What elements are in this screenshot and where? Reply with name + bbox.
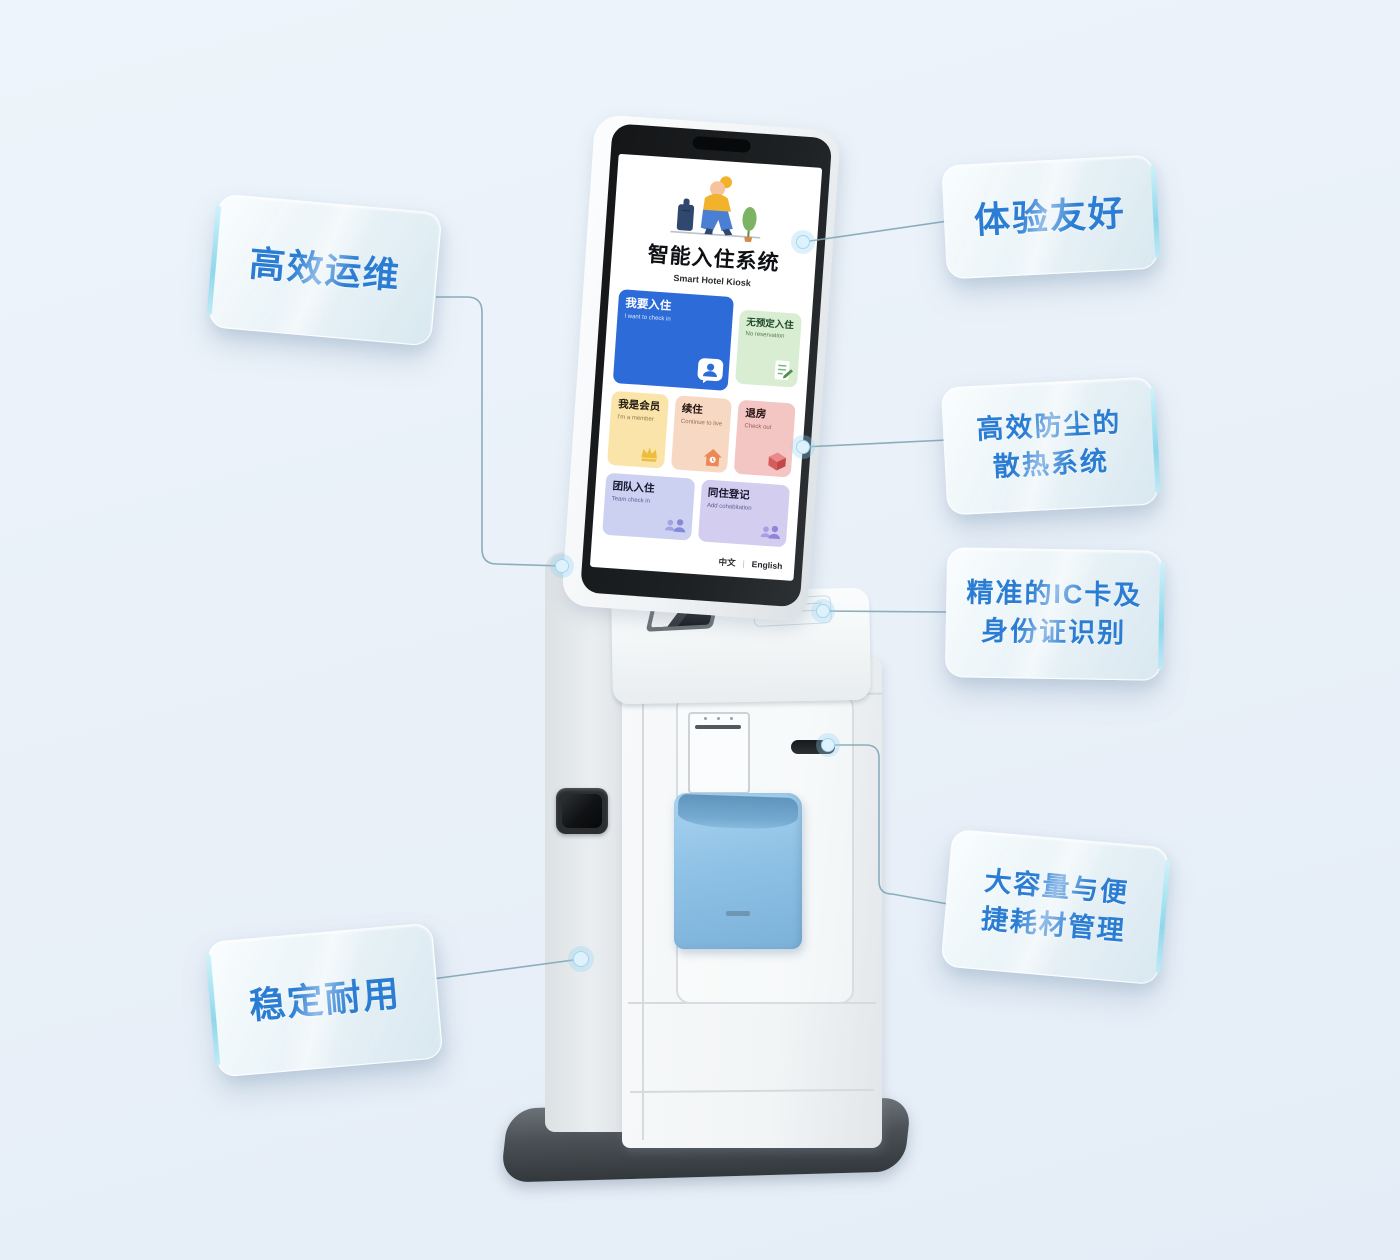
card-collection-tray: [674, 793, 802, 949]
document-pen-icon: [774, 360, 793, 380]
person-badge-icon: [697, 358, 724, 384]
cabinet-seam: [629, 1088, 875, 1094]
callout-text: 高效运维: [247, 242, 403, 297]
tile-label-en: Continue to live: [680, 418, 723, 428]
people-group-icon: [664, 519, 685, 533]
tile-label-zh: 无预定入住: [745, 317, 795, 332]
tile-label-en: Add cohabitation: [706, 502, 752, 512]
tile-label-zh: 我是会员: [617, 398, 661, 414]
tile-check-in[interactable]: 我要入住 I want to check in: [612, 289, 735, 391]
connector-cooling: [802, 439, 948, 448]
printer-paper-slot: [695, 725, 741, 729]
camera-notch: [692, 135, 752, 153]
cube-icon: [768, 452, 787, 471]
house-icon: [704, 448, 723, 467]
screen-tile-grid: 我要入住 I want to check in 无预定入住 No r: [602, 289, 803, 548]
tile-label-zh: 退房: [744, 407, 767, 421]
traveler-with-luggage-illustration: [670, 176, 761, 243]
tray-opening: [677, 793, 799, 831]
cabinet-seam: [642, 698, 644, 1140]
tile-add-cohabitation[interactable]: 同住登记 Add cohabitation: [697, 479, 791, 548]
tile-member[interactable]: 我是会员 I'm a member: [607, 390, 669, 469]
callout-cooling-system: 高效防尘的 散热系统: [940, 376, 1160, 516]
tile-label-en: No reservation: [745, 331, 785, 341]
language-switcher: 中文 | English: [718, 556, 783, 572]
tile-check-out[interactable]: 退房 Check out: [734, 399, 796, 478]
tile-label-en: I'm a member: [617, 413, 655, 423]
kiosk-screen: 智能入住系统 Smart Hotel Kiosk 我要入住 I want to …: [589, 153, 823, 581]
qr-scanner-module: [556, 788, 608, 834]
receipt-printer: [688, 712, 750, 794]
tile-label-zh: 续住: [681, 402, 704, 417]
callout-text: 身份证识别: [980, 615, 1127, 649]
callout-text: 体验友好: [972, 191, 1127, 241]
lang-option-en[interactable]: English: [751, 559, 783, 572]
printer-indicator-dots: [704, 717, 733, 720]
tile-team-check-in[interactable]: 团队入住 Team check in: [602, 472, 695, 541]
callout-ic-card-recognition: 精准的IC卡及 身份证识别: [944, 547, 1164, 681]
tray-logo-mark: [726, 911, 750, 916]
connector-ops: [436, 296, 563, 567]
crown-icon: [640, 447, 657, 462]
qr-scanner-window: [562, 794, 602, 828]
callout-text: 散热系统: [992, 445, 1110, 482]
callout-stable-durable: 稳定耐用: [206, 922, 444, 1078]
callout-friendly-experience: 体验友好: [941, 154, 1159, 280]
lang-option-zh[interactable]: 中文: [718, 556, 736, 568]
callout-efficient-operation: 高效运维: [207, 193, 443, 347]
card-dispenser-slot[interactable]: [791, 740, 835, 754]
tile-label-zh: 团队入住: [612, 480, 655, 496]
kiosk-display-head: 智能入住系统 Smart Hotel Kiosk 我要入住 I want to …: [561, 114, 841, 622]
callout-consumable-management: 大容量与便 捷耗材管理: [940, 828, 1170, 986]
tile-no-reservation[interactable]: 无预定入住 No reservation: [735, 309, 803, 388]
people-add-icon: [760, 525, 780, 540]
tile-label-zh: 同住登记: [707, 486, 751, 502]
screen-bezel: 智能入住系统 Smart Hotel Kiosk 我要入住 I want to …: [580, 123, 833, 608]
language-divider: |: [742, 558, 746, 569]
tile-continue-stay[interactable]: 续住 Continue to live: [670, 395, 733, 474]
callout-text: 精准的IC卡及: [966, 577, 1143, 611]
callout-text: 稳定耐用: [247, 972, 403, 1027]
tile-label-en: Check out: [744, 422, 772, 431]
tile-label-en: Team check in: [611, 495, 651, 505]
kiosk-cabinet: [621, 658, 883, 1148]
